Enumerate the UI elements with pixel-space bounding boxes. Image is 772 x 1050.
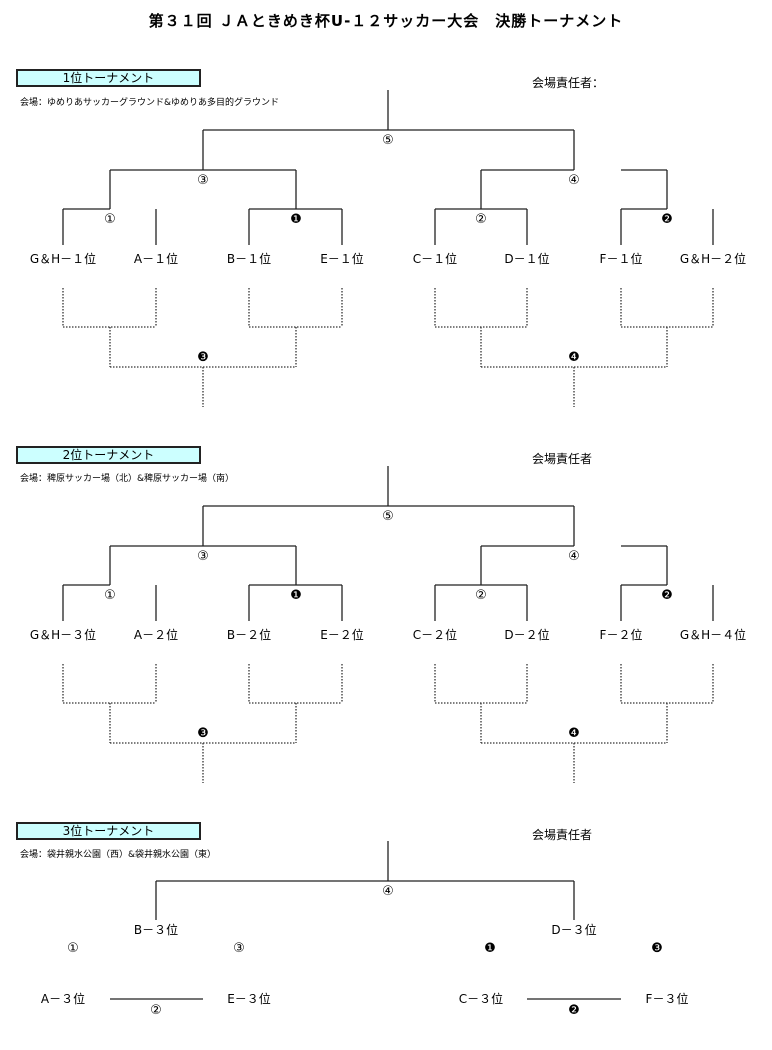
section-2-venue: 会場：稗原サッカー場（北）&稗原サッカー場（南） bbox=[20, 474, 235, 484]
team-label: G＆H－２位 bbox=[680, 251, 746, 266]
team-label: E－１位 bbox=[320, 251, 364, 266]
team-label: A－２位 bbox=[134, 627, 178, 642]
section-1-venue: 会場：ゆめりあサッカーグラウンド&ゆめりあ多目的グラウンド bbox=[20, 98, 280, 108]
match-number: ❶ bbox=[484, 941, 496, 956]
team-label: E－２位 bbox=[320, 627, 364, 642]
section-3-header: 3位トーナメント bbox=[16, 822, 201, 840]
match-number: ❷ bbox=[568, 1003, 580, 1018]
match-number: ① bbox=[67, 941, 79, 956]
match-number-final: ⑤ bbox=[382, 133, 394, 148]
match-number-final-3: ④ bbox=[382, 884, 394, 899]
team-label: G＆H－３位 bbox=[30, 627, 96, 642]
match-number: ❸ bbox=[651, 941, 663, 956]
team-label: E－３位 bbox=[227, 991, 271, 1006]
team-label: B－２位 bbox=[227, 627, 271, 642]
section-2-header: 2位トーナメント bbox=[16, 446, 201, 464]
match-number-r1-1: ① bbox=[104, 212, 116, 227]
match-number-r1-3: ② bbox=[475, 588, 487, 603]
match-number-r1-4: ❷ bbox=[661, 212, 673, 227]
match-number-r1-3: ② bbox=[475, 212, 487, 227]
match-number-r1-2: ❶ bbox=[290, 212, 302, 227]
team-label: D－２位 bbox=[504, 627, 549, 642]
lower-match-number: ❸ bbox=[197, 350, 209, 365]
team-label: G＆H－４位 bbox=[680, 627, 746, 642]
match-number-semi-right: ④ bbox=[568, 173, 580, 188]
team-label: C－１位 bbox=[413, 251, 457, 266]
lower-match-number: ❸ bbox=[197, 726, 209, 741]
page-title: 第３１回 ＪＡときめき杯U-１２サッカー大会 決勝トーナメント bbox=[148, 12, 624, 30]
team-label: A－１位 bbox=[134, 251, 178, 266]
lower-match-number: ❹ bbox=[568, 350, 580, 365]
team-label: B－１位 bbox=[227, 251, 271, 266]
section-1-manager: 会場責任者： bbox=[532, 76, 605, 90]
section-2-manager: 会場責任者 bbox=[532, 452, 593, 466]
match-number-r1-1: ① bbox=[104, 588, 116, 603]
team-label: G＆H－１位 bbox=[30, 251, 96, 266]
match-number: ② bbox=[150, 1003, 162, 1018]
team-label: D－１位 bbox=[504, 251, 549, 266]
match-number-semi-left: ③ bbox=[197, 549, 209, 564]
match-number-r1-4: ❷ bbox=[661, 588, 673, 603]
match-number-final: ⑤ bbox=[382, 509, 394, 524]
team-label: D－３位 bbox=[551, 922, 596, 937]
team-label: C－２位 bbox=[413, 627, 457, 642]
team-label: F－３位 bbox=[646, 991, 689, 1006]
match-number-semi-right: ④ bbox=[568, 549, 580, 564]
team-label: B－３位 bbox=[134, 922, 178, 937]
lower-match-number: ❹ bbox=[568, 726, 580, 741]
match-number: ③ bbox=[233, 941, 245, 956]
section-3-manager: 会場責任者 bbox=[532, 828, 593, 842]
team-label: C－３位 bbox=[459, 991, 503, 1006]
section-3-venue: 会場：袋井親水公園（西）&袋井親水公園（東） bbox=[20, 850, 217, 860]
section-1-header: 1位トーナメント bbox=[16, 69, 201, 87]
team-label: F－１位 bbox=[600, 251, 643, 266]
match-number-r1-2: ❶ bbox=[290, 588, 302, 603]
team-label: F－２位 bbox=[600, 627, 643, 642]
match-number-semi-left: ③ bbox=[197, 173, 209, 188]
team-label: A－３位 bbox=[41, 991, 85, 1006]
